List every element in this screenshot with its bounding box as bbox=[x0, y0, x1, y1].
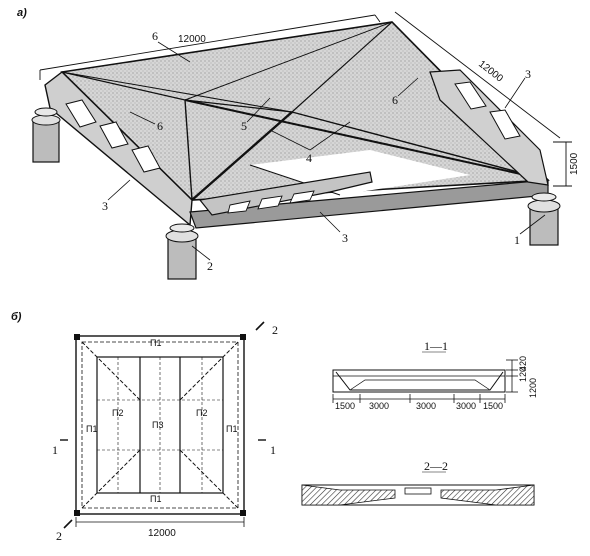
span-4: 3000 bbox=[456, 401, 476, 411]
section-mark-2-top: 2 bbox=[272, 323, 278, 337]
part-b-label: б) bbox=[11, 311, 22, 323]
section-1-drawing bbox=[332, 359, 518, 403]
section-mark-1-right: 1 bbox=[270, 443, 276, 457]
perspective-view: 12000 12000 1500 6 6 5 6 4 3 3 3 1 2 a) bbox=[17, 7, 580, 280]
dim-length: 12000 bbox=[178, 34, 206, 45]
section-2-drawing bbox=[301, 484, 535, 506]
section-1-title: 1—1 bbox=[424, 339, 448, 353]
callout-3b: 3 bbox=[525, 67, 531, 81]
plan-view bbox=[60, 321, 266, 529]
height-1200: 1200 bbox=[528, 378, 538, 398]
callout-6c: 6 bbox=[392, 93, 398, 107]
panel-p3: П3 bbox=[152, 420, 163, 430]
callout-2: 2 bbox=[207, 259, 213, 273]
height-120: 120 bbox=[518, 367, 528, 382]
panel-p1-top: П1 bbox=[150, 338, 161, 348]
section-mark-1-left: 1 bbox=[52, 443, 58, 457]
callout-3a: 3 bbox=[102, 199, 108, 213]
span-5: 1500 bbox=[483, 401, 503, 411]
column-right-front bbox=[527, 192, 561, 246]
panel-p2-left: П2 bbox=[112, 408, 123, 418]
callout-5: 5 bbox=[241, 119, 247, 133]
section-2-title: 2—2 bbox=[424, 459, 448, 473]
panel-p2-right: П2 bbox=[196, 408, 207, 418]
callout-6b: 6 bbox=[157, 119, 163, 133]
span-2: 3000 bbox=[369, 401, 389, 411]
part-a-label: a) bbox=[17, 7, 27, 19]
height-420: 420 bbox=[518, 356, 528, 371]
span-3: 3000 bbox=[416, 401, 436, 411]
dim-height: 1500 bbox=[569, 152, 580, 175]
dim-width: 12000 bbox=[476, 59, 505, 85]
span-1: 1500 bbox=[335, 401, 355, 411]
column-left-back bbox=[31, 107, 61, 163]
panel-p1-bottom: П1 bbox=[150, 494, 161, 504]
callout-3c: 3 bbox=[342, 231, 348, 245]
panel-p1-left: П1 bbox=[86, 424, 97, 434]
section-mark-2-bottom: 2 bbox=[56, 529, 62, 543]
column-front bbox=[165, 223, 199, 280]
panel-p1-right: П1 bbox=[226, 424, 237, 434]
callout-4: 4 bbox=[306, 151, 312, 165]
truss-right bbox=[429, 69, 549, 186]
plan-dim: 12000 bbox=[148, 528, 176, 539]
callout-1: 1 bbox=[514, 233, 520, 247]
callout-6a: 6 bbox=[152, 29, 158, 43]
